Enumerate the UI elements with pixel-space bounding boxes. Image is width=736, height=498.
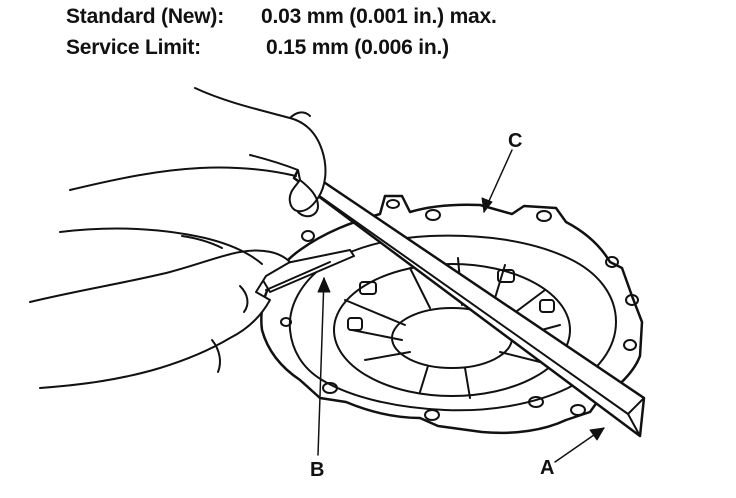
callout-b: B: [310, 459, 324, 481]
leader-arrow-b: [317, 277, 331, 293]
spec-standard-value: 0.03 mm (0.001 in.) max.: [261, 5, 497, 28]
leader-arrow-c: [481, 197, 493, 213]
spec-service-limit-value: 0.15 mm (0.006 in.): [266, 36, 449, 59]
leader-line-b: [317, 277, 325, 456]
callout-a: A: [540, 457, 554, 479]
spec-service-limit-row: Service Limit: 0.15 mm (0.006 in.): [66, 36, 449, 60]
spec-standard-label: Standard (New):: [66, 5, 225, 28]
leader-arrow-a: [589, 427, 605, 441]
callout-c: C: [508, 130, 522, 152]
hand-top: [69, 87, 327, 218]
hand-bottom: [29, 227, 291, 389]
spec-standard-row: Standard (New): 0.03 mm (0.001 in.) max.: [66, 5, 497, 29]
pressure-plate: [260, 194, 644, 435]
spec-service-limit-label: Service Limit:: [66, 36, 201, 59]
